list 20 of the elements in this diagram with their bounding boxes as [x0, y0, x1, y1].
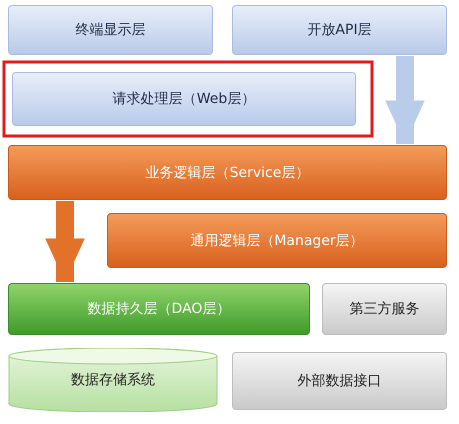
- layer-label: 通用逻辑层（Manager层）: [190, 232, 364, 250]
- layer-label: 第三方服务: [350, 300, 420, 318]
- layer-label: 终端显示层: [76, 21, 146, 39]
- database-cylinder: [8, 348, 218, 412]
- layer-box: [107, 213, 447, 268]
- layer-box: [232, 352, 447, 410]
- layer-label: 外部数据接口: [298, 372, 382, 390]
- layer-box: [232, 5, 447, 55]
- layer-box: [322, 283, 447, 335]
- down-arrow: [45, 201, 85, 282]
- layer-box: [12, 72, 356, 126]
- layer-box: [8, 5, 213, 55]
- layer-label: 开放API层: [307, 21, 372, 39]
- down-arrow: [385, 56, 425, 144]
- layer-label: 业务逻辑层（Service层）: [146, 164, 310, 182]
- layer-box: [8, 145, 447, 200]
- layer-label: 数据持久层（DAO层）: [88, 300, 230, 318]
- layer-box: [8, 283, 310, 335]
- layer-label: 请求处理层（Web层）: [112, 90, 256, 108]
- layer-label: 数据存储系统: [71, 371, 155, 389]
